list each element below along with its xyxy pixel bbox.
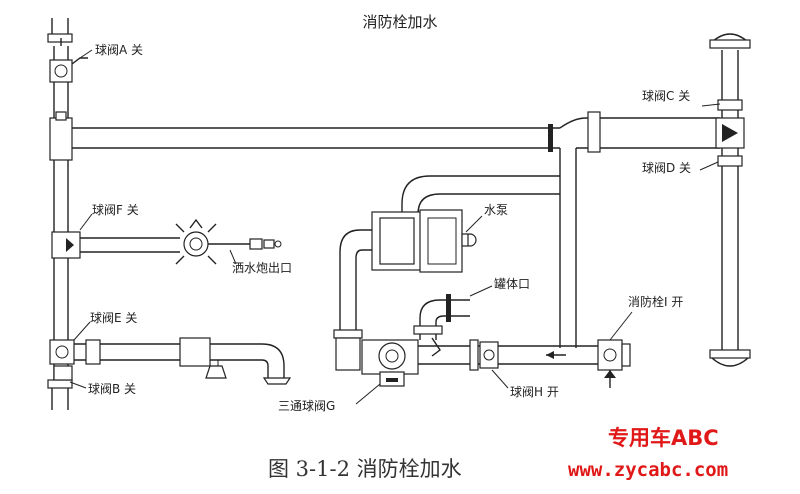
valve-a[interactable] <box>49 57 88 83</box>
valve-h-label: 球阀H 开 <box>510 385 559 399</box>
hydrant-i[interactable] <box>597 339 631 388</box>
watermark-url: www.zycabc.com <box>568 459 728 481</box>
figure-caption: 图 3-1-2 消防栓加水 <box>268 457 462 481</box>
three-way-valve-g[interactable] <box>361 339 419 387</box>
cross-fitting-right <box>715 117 745 149</box>
valve-b-label: 球阀B 关 <box>88 382 136 396</box>
valve-e-label: 球阀E 关 <box>90 311 137 325</box>
hydrant-supply-pipe <box>418 337 600 371</box>
valve-c-label: 球阀C 关 <box>642 89 690 103</box>
valve-g-label: 三通球阀G <box>278 399 335 413</box>
valve-c[interactable] <box>717 99 743 111</box>
water-pump[interactable] <box>371 209 477 273</box>
watermark-brand: 专用车ABC <box>608 426 719 450</box>
valve-f[interactable] <box>51 231 81 259</box>
valve-b[interactable] <box>53 365 73 381</box>
sprinkler-outlet-label: 洒水炮出口 <box>232 261 292 275</box>
right-vertical-pipe <box>709 33 751 367</box>
tank-port-pipe <box>413 294 470 340</box>
hydrant-i-label: 消防栓I 开 <box>628 294 683 309</box>
sprinkler-pipe <box>80 218 282 265</box>
pump-discharge-pipe <box>333 229 372 371</box>
tank-port-label: 罐体口 <box>494 277 530 291</box>
bottom-branch-pipe <box>74 337 292 385</box>
diagram-title: 消防栓加水 <box>362 13 437 31</box>
pump-label: 水泵 <box>484 203 508 217</box>
valve-d-label: 球阀D 关 <box>642 161 691 175</box>
valve-f-label: 球阀F 关 <box>92 203 139 217</box>
valve-a-label: 球阀A 关 <box>95 43 143 57</box>
valve-d[interactable] <box>717 155 743 167</box>
valve-e[interactable] <box>49 339 75 365</box>
valve-h[interactable] <box>479 341 499 369</box>
top-horizontal-pipe <box>72 111 720 348</box>
